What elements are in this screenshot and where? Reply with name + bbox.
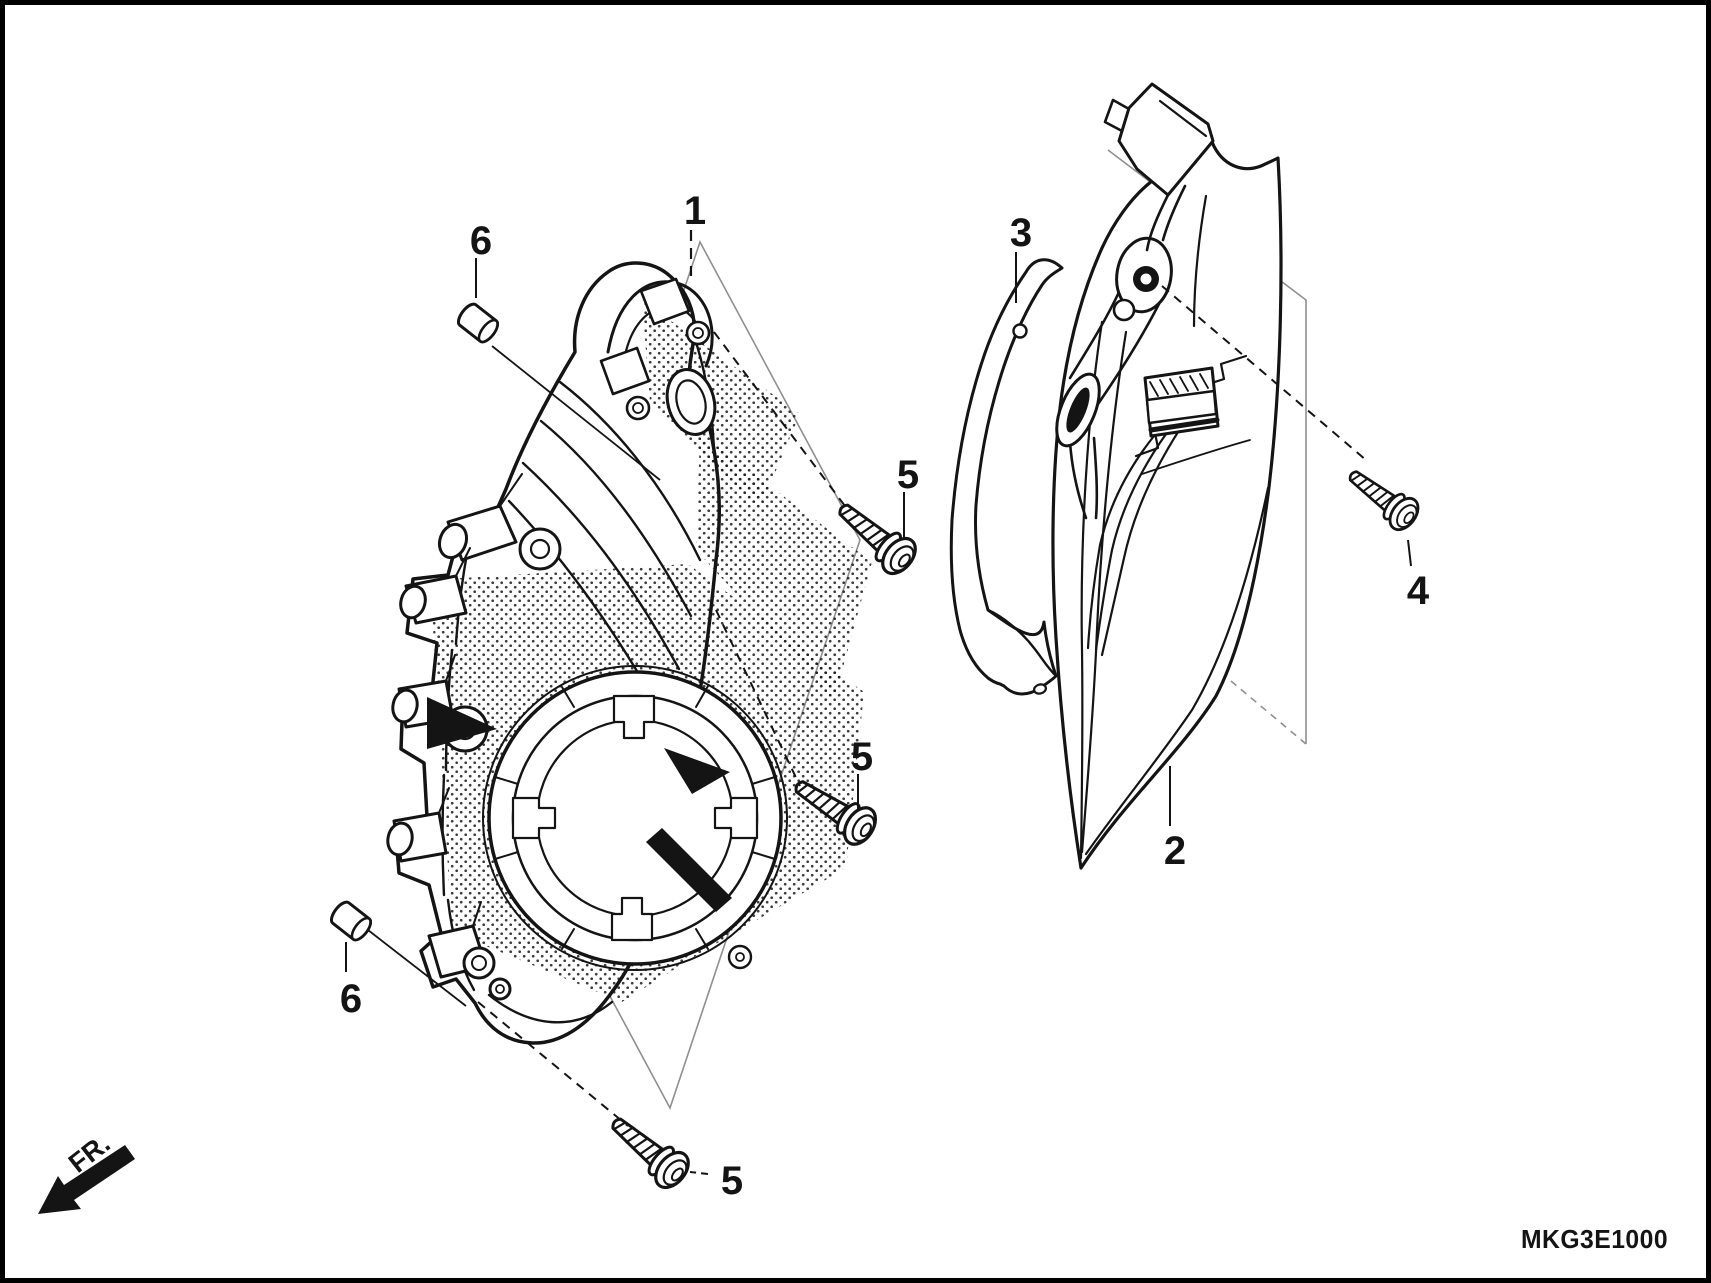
flange-bolt-4 xyxy=(1339,458,1426,537)
callout-label-6a: 6 xyxy=(469,219,493,263)
callout-label-3: 3 xyxy=(1009,211,1033,255)
pulser-cover-part xyxy=(1051,82,1283,870)
callout-label-6b: 6 xyxy=(339,977,363,1021)
exploded-parts-drawing xyxy=(38,82,1426,1214)
callout-label-5b: 5 xyxy=(850,735,874,779)
flange-bolt-5-bottom xyxy=(600,1104,697,1196)
callout-label-5a: 5 xyxy=(896,453,920,497)
cover-top-boss xyxy=(599,277,717,436)
generator-cover-part xyxy=(386,261,872,1045)
dowel-pin-6-bottom xyxy=(326,897,376,945)
callout-leader-lines xyxy=(345,230,1412,1175)
dowel-pin-6-top xyxy=(453,299,503,347)
callout-label-2: 2 xyxy=(1163,829,1187,873)
fr-direction-arrow-icon xyxy=(38,1145,135,1214)
wire-harness xyxy=(1086,430,1180,657)
callout-label-1: 1 xyxy=(683,189,707,233)
callout-label-5c: 5 xyxy=(720,1159,744,1203)
wire-connector xyxy=(1143,366,1220,438)
diagram-code: MKG3E1000 xyxy=(1521,1224,1669,1254)
gasket-part xyxy=(949,258,1064,696)
crank-hole-cover xyxy=(482,665,788,971)
callout-label-4: 4 xyxy=(1406,569,1430,613)
